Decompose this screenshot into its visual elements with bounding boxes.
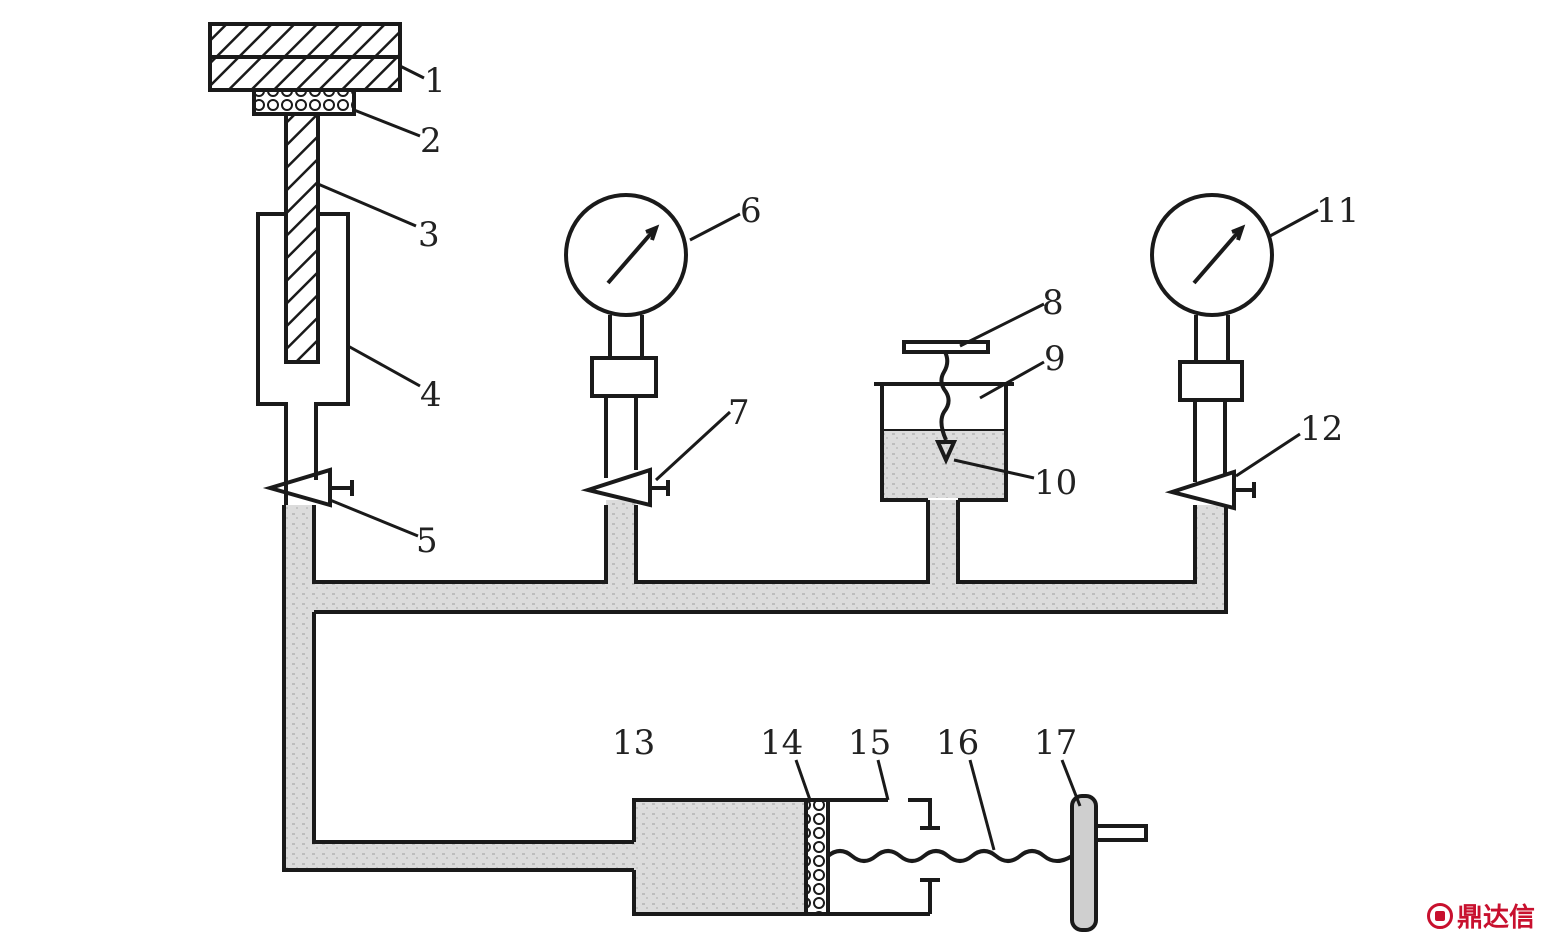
- handwheel-17: [1070, 794, 1098, 932]
- pressure-gauge-11: [1150, 193, 1274, 317]
- screw-16: [826, 849, 1074, 863]
- piston-rod-3: [284, 112, 320, 364]
- pipe-inner-2: [312, 612, 634, 844]
- manifold-bottom: [314, 505, 1228, 614]
- fluid-fill: [284, 430, 1226, 914]
- branch-9-fluid: [928, 500, 958, 582]
- cup-9: [874, 382, 1014, 502]
- manifold-top-right: [956, 500, 1197, 584]
- valve-12: [1164, 469, 1256, 511]
- label-17: 17: [1034, 723, 1077, 763]
- label-3: 3: [418, 215, 440, 255]
- piston-14: [804, 798, 830, 916]
- label-13: 13: [612, 723, 655, 763]
- gauge-11-stem: [1194, 315, 1230, 362]
- label-11: 11: [1316, 191, 1359, 231]
- label-1: 1: [424, 61, 446, 101]
- cylinder-4: [256, 212, 350, 505]
- gauge-11-pipe: [1193, 400, 1227, 482]
- float-10: [934, 440, 958, 465]
- wire-10: [939, 351, 951, 441]
- valve-5: [262, 467, 354, 508]
- gauge-6-needle: [606, 224, 660, 285]
- watermark: 鼎达信: [1426, 897, 1535, 934]
- label-7: 7: [728, 393, 750, 433]
- pressure-gauge-6: [564, 193, 688, 317]
- pipe-outer: [282, 505, 634, 872]
- manifold-top-mid: [634, 500, 930, 584]
- label-15: 15: [848, 723, 891, 763]
- cylinder-15: [828, 798, 940, 916]
- gauge-6-stem: [608, 315, 644, 358]
- label-16: 16: [936, 723, 979, 763]
- watermark-text: 鼎达信: [1456, 903, 1535, 933]
- handwheel-shaft: [1096, 824, 1148, 842]
- gauge-11-needle: [1192, 224, 1246, 285]
- cylinder-13-fluid: [634, 800, 806, 914]
- branch-12-fluid: [1195, 505, 1225, 582]
- plate-8: [902, 340, 990, 354]
- label-12: 12: [1300, 409, 1343, 449]
- dingdaxin-logo-icon: [1426, 902, 1453, 929]
- label-2: 2: [420, 121, 442, 161]
- label-10: 10: [1034, 463, 1077, 503]
- lower-leader-lines: [794, 759, 1082, 851]
- left-vertical-pipe-fluid: [284, 505, 314, 870]
- label-8: 8: [1042, 283, 1064, 323]
- label-14: 14: [760, 723, 803, 763]
- gauge-11-coupling: [1178, 360, 1244, 402]
- part-labels: 1 2 3 4 5 6 7 8 9 10 11 12 13 14 15 16 1…: [416, 61, 1359, 763]
- label-9: 9: [1044, 339, 1066, 379]
- label-5: 5: [416, 521, 438, 561]
- label-4: 4: [420, 375, 442, 415]
- horizontal-manifold-fluid: [314, 582, 1226, 612]
- pipe-inner: [312, 505, 608, 584]
- branch-7-fluid: [606, 500, 636, 582]
- leader-lines: [317, 64, 1319, 538]
- label-6: 6: [740, 191, 762, 231]
- valve-7: [580, 467, 670, 508]
- gauge-6-coupling: [590, 356, 658, 398]
- gauge-6-pipe: [604, 396, 638, 478]
- bottom-pipe-fluid: [284, 842, 634, 870]
- piston-plate-2: [252, 88, 356, 116]
